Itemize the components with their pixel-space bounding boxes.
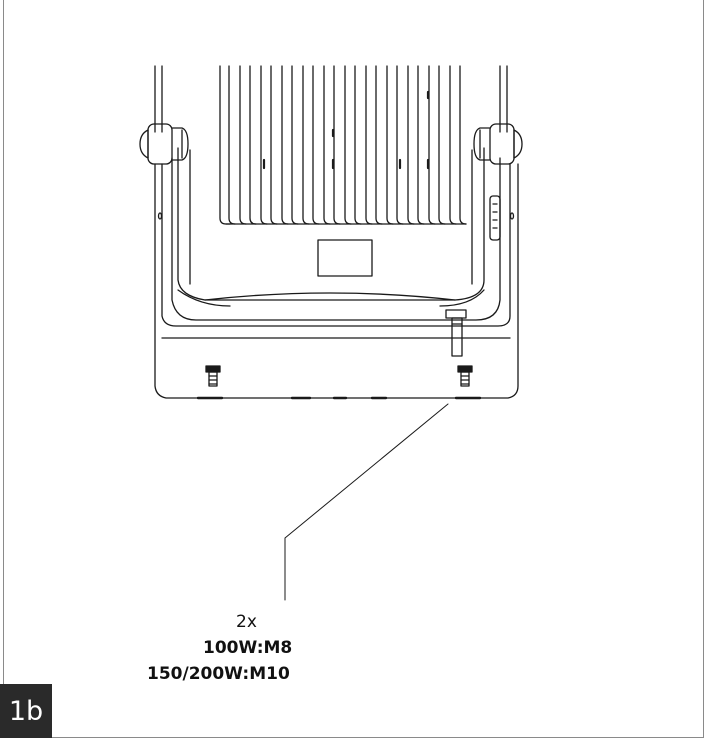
callout-spec-100w: 100W:M8	[203, 638, 293, 658]
mounting-bolt	[445, 309, 467, 357]
figure-label: 1b	[0, 684, 52, 738]
left-tilt-knob	[139, 123, 189, 165]
right-screw	[457, 365, 473, 387]
u-bracket	[154, 65, 519, 400]
callout-quantity: 2x	[236, 612, 257, 632]
housing-body	[177, 147, 501, 301]
left-screw	[205, 365, 221, 387]
heatsink-fins	[219, 65, 467, 225]
callout-leader-line	[284, 403, 449, 601]
right-tilt-knob	[473, 123, 523, 165]
callout-spec-150-200w: 150/200W:M10	[147, 664, 290, 684]
